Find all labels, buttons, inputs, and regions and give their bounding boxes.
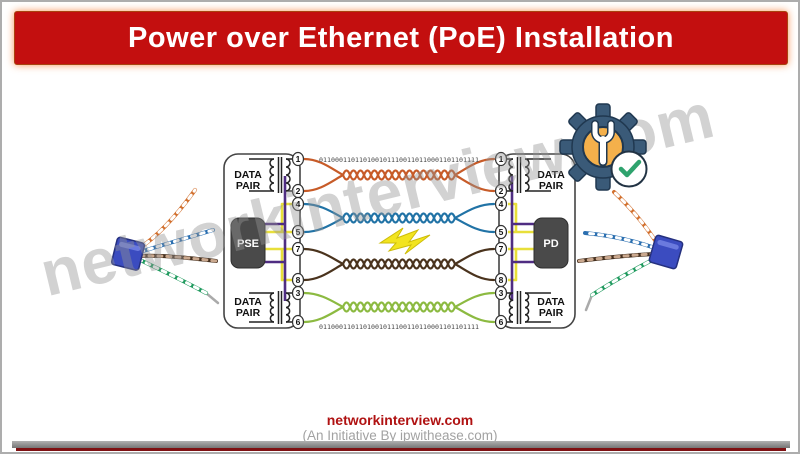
pin-number: 7	[296, 244, 301, 254]
pin-number: 4	[499, 199, 504, 209]
pin-badge	[291, 314, 305, 330]
data-pair-label: PAIR	[236, 307, 261, 319]
page-title: Power over Ethernet (PoE) Installation	[128, 21, 674, 54]
pin-number: 6	[296, 317, 301, 327]
data-pair-labels: DATA PAIR DATA PAIR DATA PAIR DATA PAIR	[234, 169, 565, 319]
footer-tagline: (An Initiative By ipwithease.com)	[302, 428, 498, 443]
cable-pair-brown	[577, 252, 657, 263]
data-pair-label: DATA	[234, 169, 262, 181]
pin-badge	[494, 196, 508, 212]
cable-pair-orange	[136, 188, 197, 251]
pin-number: 1	[499, 154, 504, 164]
title-banner: Power over Ethernet (PoE) Installation	[14, 11, 788, 65]
transformer-icon	[506, 157, 551, 193]
pin-number: 3	[296, 288, 301, 298]
pin-badge	[494, 241, 508, 257]
pin-badge	[291, 196, 305, 212]
pin-number: 7	[499, 244, 504, 254]
transformer-icon	[249, 157, 293, 193]
pin-number: 8	[296, 275, 301, 285]
pin-number: 3	[499, 288, 504, 298]
phantom-power-wire-right	[510, 176, 534, 301]
pin-badge	[494, 314, 508, 330]
binary-stream-bottom: 0110001101101001011100110110001101101111	[319, 324, 479, 331]
phantom-power-wire-left	[265, 176, 287, 301]
twisted-pair-blue	[302, 202, 496, 234]
data-pair-label: DATA	[537, 296, 565, 308]
pin-badge	[494, 224, 508, 240]
pin-number: 4	[296, 199, 301, 209]
data-pair-label: PAIR	[539, 307, 564, 319]
footer-site-text: networkinterview.com	[326, 412, 474, 428]
cable-pair-brown	[138, 253, 218, 263]
binary-stream-top: 0110001101101001011100110110001101101111	[319, 157, 479, 164]
twisted-pair-green	[302, 291, 496, 324]
pin-number: 2	[499, 186, 504, 196]
footer-red-line	[16, 448, 786, 451]
pin-column-left: 1 2 4 5 7 8 3 6	[291, 151, 305, 330]
lightning-bolt-icon	[378, 227, 431, 255]
pin-number: 8	[499, 275, 504, 285]
pin-number: 6	[499, 317, 504, 327]
pse-box	[230, 217, 266, 269]
transformer-icon	[506, 291, 551, 324]
cable-pair-blue	[138, 228, 215, 254]
utp-cable-left	[110, 188, 220, 305]
data-pair-label: PAIR	[236, 180, 261, 192]
pin-badge	[291, 224, 305, 240]
footer-divider-bar	[12, 441, 790, 448]
pin-badge	[494, 285, 508, 301]
check-badge-icon	[610, 150, 648, 188]
cable-pair-blue	[583, 231, 657, 250]
settings-gear-icon	[559, 103, 648, 191]
transformer-icon	[249, 291, 293, 324]
cable-jacket	[648, 234, 684, 270]
data-pair-label: DATA	[537, 169, 565, 181]
pin-number: 5	[499, 227, 504, 237]
twisted-pair-orange	[302, 157, 496, 193]
twisted-pair-brown	[302, 247, 496, 282]
pse-label: PSE	[237, 238, 259, 250]
pin-number: 1	[296, 154, 301, 164]
pin-number: 5	[296, 227, 301, 237]
pin-badge	[291, 241, 305, 257]
pin-badge	[494, 151, 508, 167]
cable-pair-green	[136, 257, 220, 305]
wrench-icon	[591, 120, 615, 167]
spare-pair-power-wire-right	[508, 202, 534, 282]
data-pair-label: DATA	[234, 296, 262, 308]
pin-badge	[291, 151, 305, 167]
spare-pair-power-wire-left	[264, 202, 293, 282]
cable-jacket	[110, 236, 146, 271]
pd-box	[533, 217, 569, 269]
data-pair-label: PAIR	[539, 180, 564, 192]
pd-label: PD	[543, 238, 558, 250]
pin-badge	[291, 285, 305, 301]
pin-column-right: 1 2 4 5 7 8 3 6	[494, 151, 508, 330]
utp-cable-right	[577, 190, 684, 312]
pin-number: 2	[296, 186, 301, 196]
cable-pair-green	[584, 256, 658, 312]
